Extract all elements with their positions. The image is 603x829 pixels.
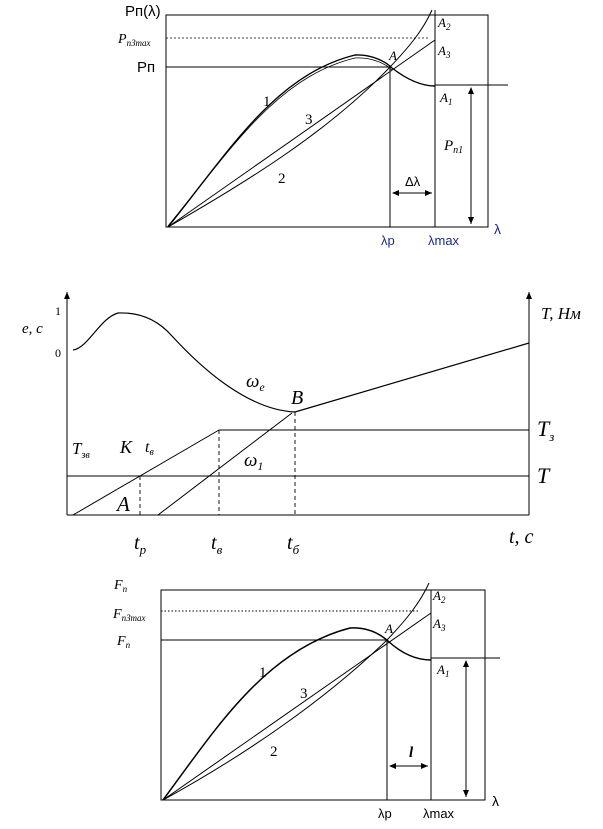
top-curve-2-label: 2 [278,171,286,187]
top-labels: Pп(λ) PпЗmax Pп A A2 A3 A1 1 3 2 Pп1 Δλ … [117,3,501,248]
bottom-lambda-p-label: λp [378,806,392,821]
bottom-point-a1: A1 [436,662,449,679]
mid-tv-small-label: tв [145,439,154,458]
mid-tick-0: 0 [55,346,61,360]
bottom-fn-label: Fп [116,634,131,650]
bottom-curve-2 [162,582,430,801]
bottom-lambda-label: λ [492,793,499,809]
top-curve-3 [167,39,436,228]
top-point-a1: A1 [439,90,452,107]
mid-point-a: A [115,492,130,516]
mid-tzv-label: Tзв [72,439,90,461]
top-frame [165,14,489,228]
top-curve-1-shadow [167,57,393,227]
bottom-interval-label: l [409,745,414,761]
top-curve-3-label: 3 [305,112,313,128]
mid-x-axis-label: t, c [509,526,534,548]
bottom-point-a2: A2 [432,588,446,605]
mid-tp-label: tp [134,532,147,557]
mid-t-label: T [537,463,551,488]
mid-point-k: K [119,437,133,457]
top-lambda-max-label: λmax [428,233,460,248]
mid-omega-1-label: ω1 [244,450,263,473]
diagram-top [165,9,508,228]
bottom-y-axis-label: Fп [113,578,128,594]
bottom-curve-2-label: 2 [270,744,278,760]
top-point-a2: A2 [437,15,451,32]
bottom-frame [160,589,486,801]
bottom-point-a3: A3 [432,616,446,633]
mid-tz-label: Tз [537,416,554,444]
top-curve-1-label: 1 [263,94,271,110]
mid-point-b: B [291,387,303,409]
bottom-curve-1-label: 1 [259,665,267,681]
top-pn1-label: Pп1 [443,138,463,156]
bottom-curve-3 [162,612,432,801]
mid-ramp-2 [157,412,293,516]
bottom-point-a: A [384,621,393,636]
diagram-bottom [160,582,500,801]
top-y-axis-label: Pп(λ) [125,3,161,20]
mid-y-left-label: e, c [22,321,43,337]
bottom-labels: Fп FпЗmax Fп A A2 A3 A1 1 3 2 l λp λmax … [112,578,499,821]
top-pn-label: Pп [137,59,155,76]
top-point-a3: A3 [437,43,451,60]
bottom-lambda-max-label: λmax [423,806,455,821]
bottom-fmax-label: FпЗmax [112,607,146,623]
bottom-curve-3-label: 3 [300,686,308,702]
mid-tv-label: tв [211,532,223,557]
mid-ramp-1 [72,429,220,516]
top-curve-1 [167,54,436,228]
top-lambda-label: λ [494,221,501,237]
middle-labels: e, c 1 0 T, Нм ωe B Tзв K tв ω1 Tз T A t… [22,304,581,557]
mid-omega-e-curve [72,312,296,413]
top-curve-2 [167,9,433,228]
mid-omega-e-label: ωe [246,371,265,394]
top-pmax-label: PпЗmax [117,32,151,48]
top-lambda-p-label: λp [381,233,395,248]
mid-tb-label: tб [287,532,300,557]
mid-torque-line [294,342,530,413]
bottom-curve-1 [162,627,432,801]
mid-y-right-label: T, Нм [541,304,581,323]
diagram-middle [64,292,532,516]
top-point-a: A [388,48,397,63]
top-delta-lambda-label: Δλ [405,174,421,189]
mid-tick-1: 1 [55,304,61,318]
